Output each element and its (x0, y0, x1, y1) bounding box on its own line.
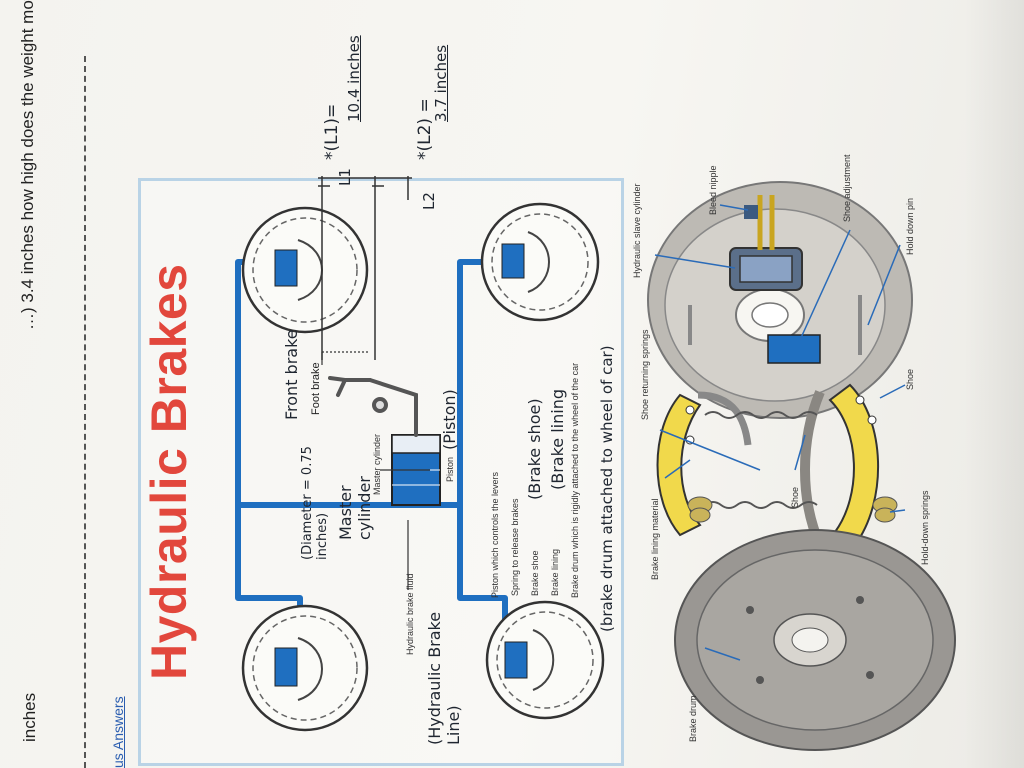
brake-shoe-left (656, 391, 752, 537)
hand-hydraulic-brake-line: (Hydraulic Brake Line) (425, 611, 463, 745)
foot-brake-pedal (328, 376, 418, 437)
brake-shoe-right (800, 383, 879, 548)
hand-brake-lining: (Brake lining (548, 389, 567, 490)
hand-front-brake: Front brake (282, 329, 301, 420)
lever-measurement-lines (318, 176, 412, 360)
part-brake-lining-material: Brake lining material (650, 498, 660, 580)
bleed-nipple (744, 205, 758, 219)
brake-wheel-rear-left (241, 604, 369, 732)
hand-piston: (Piston) (440, 389, 459, 450)
hold-down-pins (688, 295, 862, 355)
hand-diameter: (Diameter = 0.75 inches) (300, 446, 330, 560)
part-bleed-nipple: Bleed nipple (708, 165, 718, 215)
part-hydraulic-slave-cylinder: Hydraulic slave cylinder (632, 183, 642, 278)
label-foot-brake: Foot brake (310, 362, 322, 415)
part-hold-down-pin: Hold down pin (905, 197, 915, 255)
backing-plate (647, 181, 913, 419)
brake-drum (674, 529, 956, 751)
part-brake-drum: Brake drum (688, 695, 698, 742)
dashed-divider (84, 56, 86, 768)
return-springs (704, 411, 818, 509)
part-shoe-right: Shoe (905, 368, 915, 390)
part-shoe-returning-springs: Shoe returning springs (640, 329, 650, 420)
part-leader-lines (654, 204, 906, 661)
part-shoe-left: Shoe (790, 486, 800, 508)
hand-l1-value: 10.4 inches (345, 35, 363, 122)
bleed-nipple-fitting (757, 195, 775, 250)
label-piston-levers: Piston which controls the levers (490, 471, 500, 598)
hand-master-cylinder: Master cylinder (336, 476, 374, 540)
hand-l1-label: *(L1)= (322, 103, 342, 160)
brake-wheel-rear-right (485, 600, 605, 720)
hand-l1-marker: L1 (336, 168, 354, 186)
hand-l2-value: 3.7 inches (432, 44, 450, 122)
brake-wheel-front-left (241, 206, 369, 334)
brake-wheel-front-right (480, 202, 600, 322)
part-hold-down-springs: Hold-down springs (920, 490, 930, 565)
hand-brake-shoe: (Brake shoe) (525, 398, 544, 500)
label-brake-drum-desc: Brake drum which is rigidly attached to … (570, 362, 580, 598)
paper-shadow (964, 0, 1024, 768)
label-brake-shoe: Brake shoe (530, 550, 540, 596)
part-shoe-adjustment: Shoe adjustment (842, 154, 852, 222)
hand-brake-drum: (brake drum attached to wheel of car) (598, 345, 616, 632)
slave-cylinder (729, 247, 803, 291)
shoe-adjuster (767, 334, 821, 364)
label-brake-lining: Brake lining (550, 548, 560, 596)
label-spring-release: Spring to release brakes (510, 498, 520, 596)
hand-l2-marker: L2 (420, 192, 438, 210)
label-piston: Piston (445, 456, 455, 482)
label-hydraulic-brake-fluid: Hydraulic brake fluid (405, 573, 415, 655)
